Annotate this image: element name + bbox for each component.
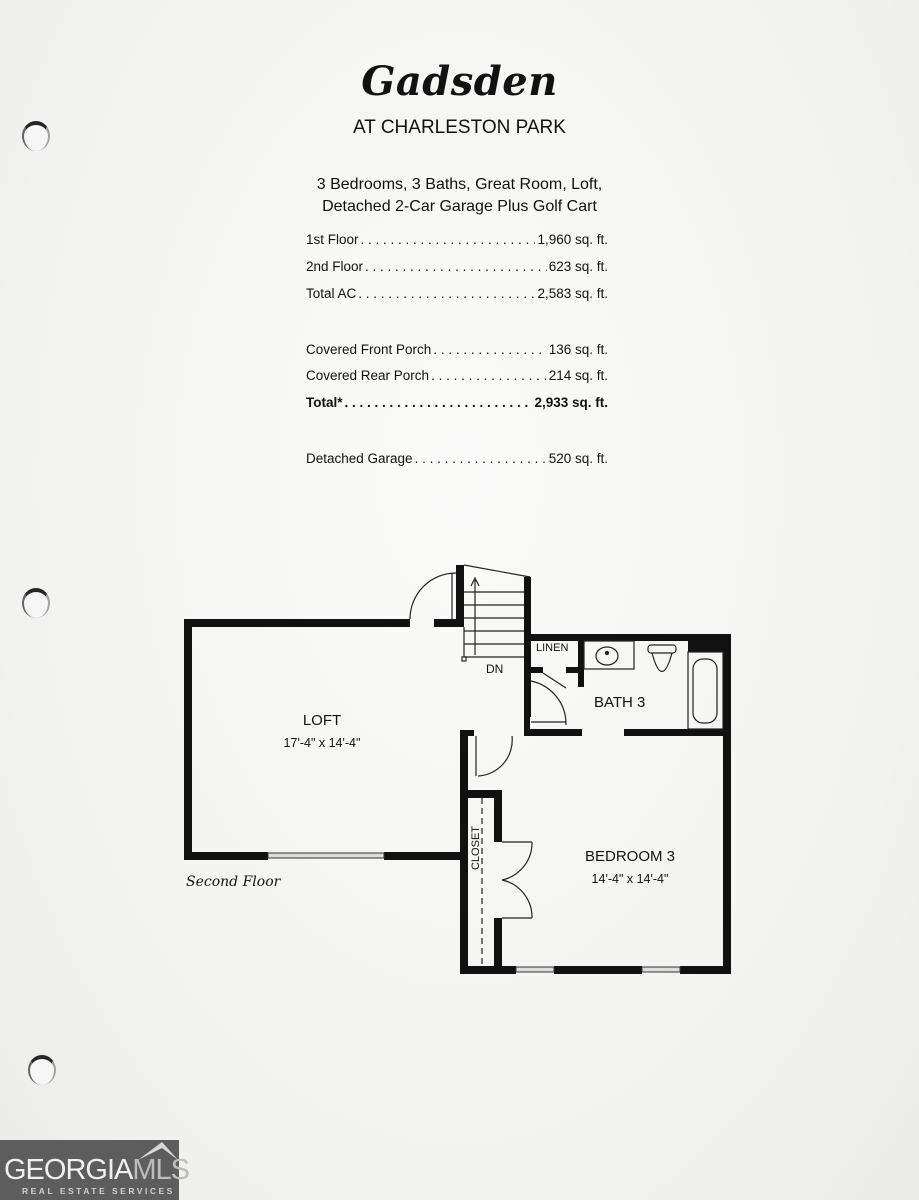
room-bedroom-3-name: BEDROOM 3 (584, 848, 675, 865)
spec-label: 1st Floor (306, 232, 359, 247)
spec-value: 2,933 sq. ft. (534, 395, 608, 410)
features-line-1: 3 Bedrooms, 3 Baths, Great Room, Loft, (316, 176, 603, 193)
georgia-mls-watermark: GEORGIAMLS REAL ESTATE SERVICES (0, 1140, 190, 1200)
closet-label-text: CLOSET (470, 825, 482, 870)
spec-row-1st-floor: 1st Floor 1,960 sq. ft. (306, 232, 608, 247)
hole-punch-middle (22, 588, 50, 618)
spec-value: 520 sq. ft. (548, 451, 608, 466)
logo-wordmark: GEORGIAMLS (4, 1154, 190, 1187)
spec-row-rear-porch: Covered Rear Porch 214 sq. ft. (306, 368, 608, 383)
room-loft-name: LOFT (302, 712, 342, 729)
roof-logo-icon (138, 1142, 178, 1160)
spec-row-total-ac: Total AC 2,583 sq. ft. (306, 286, 608, 301)
room-bedroom-3-dimensions: 14'-4" x 14'-4" (591, 872, 669, 886)
features-summary: 3 Bedrooms, 3 Baths, Great Room, Loft, D… (0, 174, 919, 218)
plan-title: Gadsden (361, 58, 558, 105)
community-name: AT CHARLESTON PARK (353, 117, 566, 138)
spec-row-total: Total* 2,933 sq. ft. (306, 395, 608, 410)
features-line-2: Detached 2-Car Garage Plus Golf Cart (322, 198, 597, 215)
spec-value: 214 sq. ft. (548, 368, 608, 383)
stairs-down-label: DN (486, 662, 504, 676)
spec-label: Total AC (306, 286, 357, 301)
logo-brand-accent: MLS (132, 1154, 190, 1186)
spec-label: Total* (306, 395, 343, 410)
spec-row-2nd-floor: 2nd Floor 623 sq. ft. (306, 259, 608, 274)
spec-label: Detached Garage (306, 451, 413, 466)
spec-value: 136 sq. ft. (548, 342, 608, 357)
spec-value: 623 sq. ft. (548, 259, 608, 274)
floor-caption: Second Floor (186, 874, 281, 890)
spec-row-detached-garage: Detached Garage 520 sq. ft. (306, 451, 608, 466)
spec-row-front-porch: Covered Front Porch 136 sq. ft. (306, 342, 608, 357)
closet-label: CLOSET (470, 826, 482, 870)
room-bath-3-name: BATH 3 (594, 694, 646, 711)
hole-punch-top (22, 121, 50, 151)
hole-punch-bottom (28, 1055, 56, 1085)
spec-value: 1,960 sq. ft. (537, 232, 608, 247)
logo-brand-main: GEORGIA (4, 1154, 133, 1186)
spec-label: 2nd Floor (306, 259, 364, 274)
spec-value: 2,583 sq. ft. (537, 286, 608, 301)
spec-label: Covered Rear Porch (306, 368, 430, 383)
logo-tagline: REAL ESTATE SERVICES (22, 1186, 175, 1196)
linen-closet-label: LINEN (536, 642, 569, 654)
room-loft-dimensions: 17'-4" x 14'-4" (283, 736, 361, 750)
spec-label: Covered Front Porch (306, 342, 432, 357)
